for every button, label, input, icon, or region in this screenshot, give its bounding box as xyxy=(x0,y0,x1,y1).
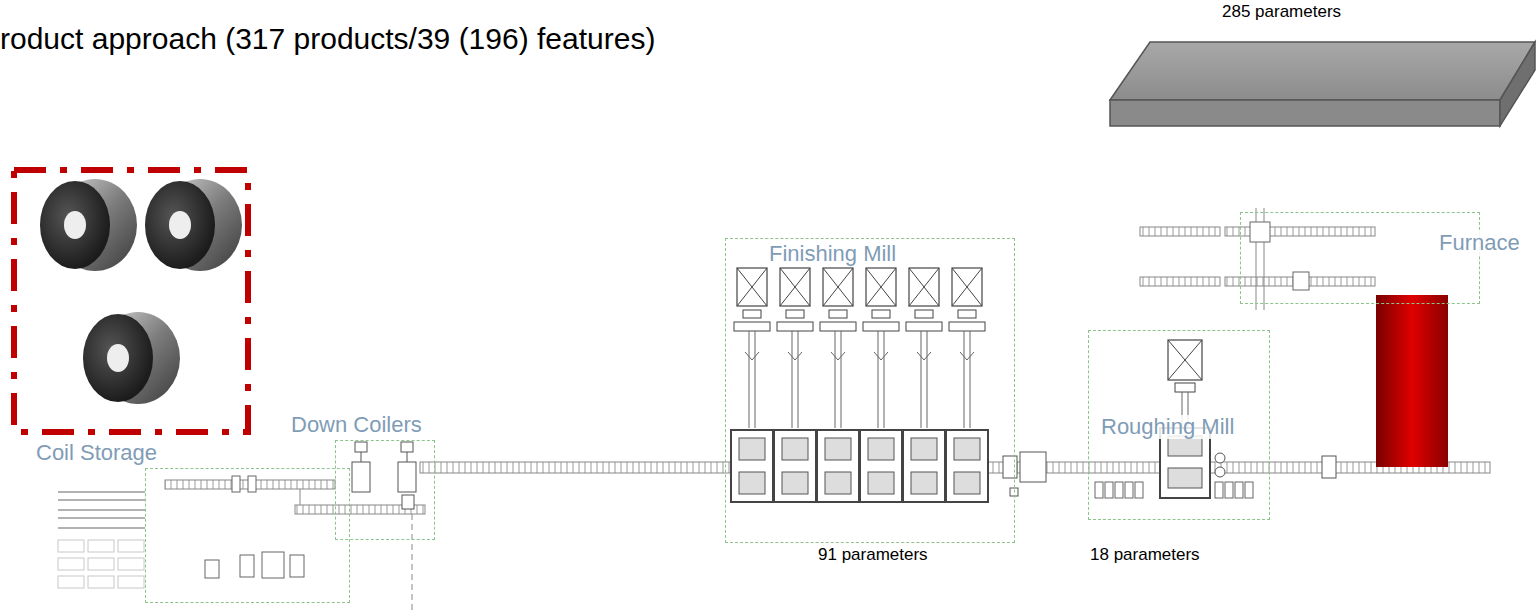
furnace-area: Furnace xyxy=(1240,212,1480,304)
roughing-mill-area: Roughing Mill xyxy=(1088,330,1270,520)
parameter-count: 91 parameters xyxy=(818,545,928,565)
area-label: Down Coilers xyxy=(289,413,424,437)
area-label: Roughing Mill xyxy=(1099,415,1236,439)
down-coilers-area: Down Coilers xyxy=(335,440,435,540)
finishing-mill-area: Finishing Mill xyxy=(725,238,1015,543)
area-label: Finishing Mill xyxy=(767,242,898,266)
slide-title: roduct approach (317 products/39 (196) f… xyxy=(0,22,655,56)
area-label: Coil Storage xyxy=(34,441,159,465)
parameter-count: 18 parameters xyxy=(1090,545,1200,565)
parameter-count: 285 parameters xyxy=(1222,2,1341,22)
coil-storage-area: Coil Storage xyxy=(145,468,350,603)
area-label: Furnace xyxy=(1437,231,1522,255)
